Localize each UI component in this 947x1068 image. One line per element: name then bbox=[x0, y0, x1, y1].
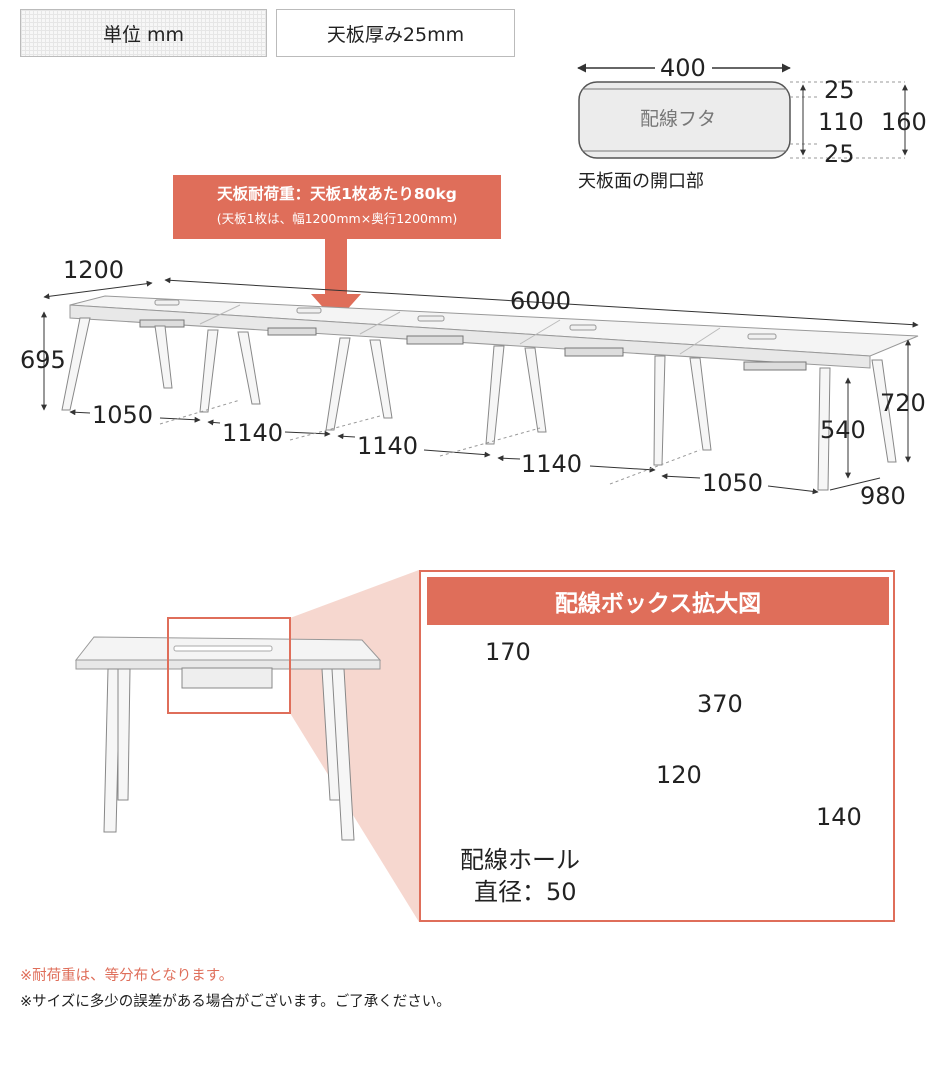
span-1: 1050 bbox=[92, 401, 154, 429]
zoom-connector bbox=[290, 570, 419, 922]
zoom-panel bbox=[419, 570, 895, 922]
opening-diagram bbox=[577, 63, 908, 159]
small-table bbox=[74, 617, 382, 841]
span-5: 1050 bbox=[702, 469, 764, 497]
height-left-label: 695 bbox=[20, 346, 66, 374]
box-height-label: 140 bbox=[816, 803, 862, 831]
opening-total: 160 bbox=[881, 108, 927, 136]
cover-label: 配線フタ bbox=[640, 108, 717, 130]
note-load: ※耐荷重は、等分布となります。 bbox=[20, 968, 234, 984]
opening-width: 400 bbox=[660, 54, 706, 82]
opening-margin-bottom: 25 bbox=[824, 140, 855, 168]
opening-margin-top: 25 bbox=[824, 76, 855, 104]
load-banner-line1: 天板耐荷重：天板1枚あたり80kg bbox=[217, 185, 457, 203]
hole-diameter: 直径：50 bbox=[474, 878, 577, 906]
span-3: 1140 bbox=[357, 432, 419, 460]
box-inner-label: 120 bbox=[656, 761, 702, 789]
total-width-label: 6000 bbox=[510, 287, 572, 315]
height-right-label: 720 bbox=[880, 389, 926, 417]
opening-middle: 110 bbox=[818, 108, 864, 136]
note-tolerance: ※サイズに多少の誤差がある場合がございます。ご了承ください。 bbox=[20, 994, 451, 1010]
span-2: 1140 bbox=[222, 419, 284, 447]
span-4: 1140 bbox=[521, 450, 583, 478]
load-banner-line2: (天板1枚は、幅1200mm×奥行1200mm) bbox=[216, 211, 458, 226]
conference-table bbox=[41, 277, 919, 495]
hole-label: 配線ホール bbox=[460, 846, 580, 874]
opening-caption: 天板面の開口部 bbox=[578, 171, 704, 192]
box-width-label: 170 bbox=[485, 638, 531, 666]
zoom-title: 配線ボックス拡大図 bbox=[427, 577, 889, 625]
thickness-label: 天板厚み25mm bbox=[276, 9, 515, 57]
unit-label: 単位 mm bbox=[20, 9, 267, 57]
panel-width-label: 1200 bbox=[63, 256, 125, 284]
box-length-label: 370 bbox=[697, 690, 743, 718]
depth-label: 980 bbox=[860, 482, 906, 510]
leg-clearance-label: 540 bbox=[820, 416, 866, 444]
load-banner: 天板耐荷重：天板1枚あたり80kg (天板1枚は、幅1200mm×奥行1200m… bbox=[173, 175, 501, 239]
